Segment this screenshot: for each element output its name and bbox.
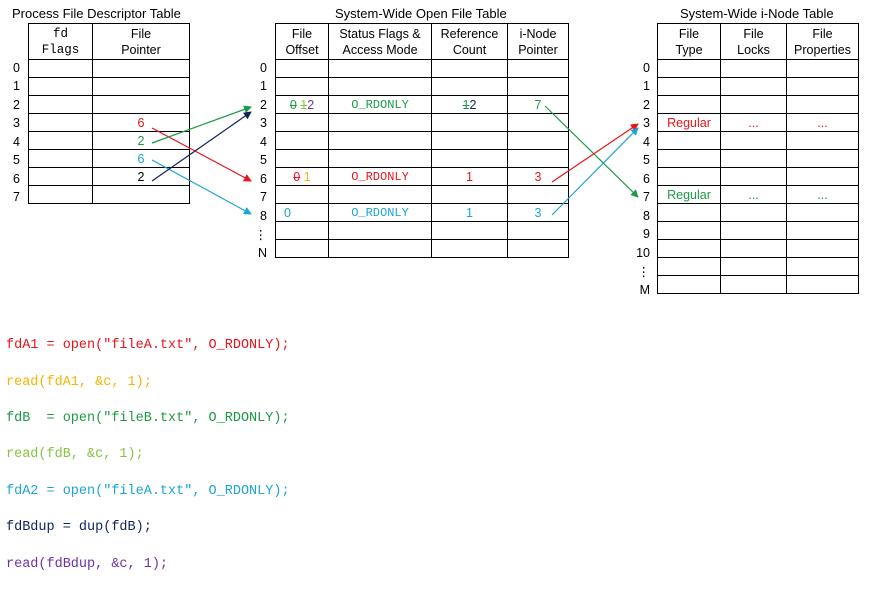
row-label: 4 [643,135,650,149]
row-label: 6 [13,172,20,186]
pointer-arrows [151,105,639,216]
cell [507,239,569,258]
row-label: 6 [643,172,650,186]
offset-new: 1 [303,169,311,184]
code-line-open-fileA-fdA1: fdA1 = open("fileA.txt", O_RDONLY); [6,338,290,354]
row-label: 6 [260,172,267,186]
file-pointer-cell [92,185,190,204]
row-label: 4 [260,135,267,149]
row-label: 8 [260,209,267,223]
row-label: 0 [260,61,267,75]
code-line-read-fdA1: read(fdA1, &c, 1); [6,374,152,390]
header-inode-pointer: i-Node Pointer [507,23,569,60]
row-label: 7 [643,190,650,204]
row-label: 5 [260,153,267,167]
row-label: M [639,283,650,297]
row-label: 2 [260,98,267,112]
row-label: 5 [13,153,20,167]
row-label: ⋮ [254,228,268,242]
code-line-open-fileA-fdA2: fdA2 = open("fileA.txt", O_RDONLY); [6,483,290,499]
row-label: 7 [260,190,267,204]
process-file-descriptor-table: fd Flags File Pointer 6 2 6 2 [28,23,190,204]
header-reference-count: Reference Count [431,23,508,60]
header-file-locks: File Locks [720,23,787,60]
row-label: N [257,246,267,260]
row-label: 3 [13,116,20,130]
code-line-read-fdB: read(fdB, &c, 1); [6,447,144,463]
offset-new: 2 [307,97,315,112]
arrow-fd6-to-open2 [151,111,252,182]
offset-old: 0 [289,97,297,112]
inode-table-title: System-Wide i-Node Table [680,6,834,21]
row-label: 3 [260,116,267,130]
arrow-fd4-to-open2 [151,105,252,144]
row-label: 2 [13,98,20,112]
arrow-open2-to-inode7 [544,105,639,198]
row-label: ⋮ [637,265,651,279]
arrow-open6-to-inode3 [551,123,639,183]
inode-table: File Type File Locks File Properties Reg… [657,23,859,294]
open-file-table-title: System-Wide Open File Table [335,6,507,21]
access-mode-cell: O_RDONLY [328,95,432,114]
code-listing: fdA1 = open("fileA.txt", O_RDONLY); read… [6,319,290,592]
offset-old: 0 [293,169,301,184]
arrow-fd5-to-open8 [151,159,252,215]
row-label: 1 [643,79,650,93]
row-label: 9 [643,227,650,241]
ref-new: 2 [469,97,477,112]
row-label: 4 [13,135,20,149]
code-line-open-fileB-fdB: fdB = open("fileB.txt", O_RDONLY); [6,411,290,427]
row-label: 5 [643,153,650,167]
offset-old: 1 [300,97,308,112]
row-label: 0 [13,61,20,75]
code-line-read-fdBdup: read(fdBdup, &c, 1); [6,556,169,572]
row-label: 2 [643,98,650,112]
row-label: 8 [643,209,650,223]
header-status-flags: Status Flags & Access Mode [328,23,432,60]
header-file-offset: File Offset [275,23,329,60]
row-label: 1 [13,79,20,93]
arrow-open8-to-inode3 [551,127,639,216]
row-label: 1 [260,79,267,93]
code-line-dup-fdB: fdBdup = dup(fdB); [6,520,152,536]
row-label: 10 [636,246,650,260]
row-label: 0 [643,61,650,75]
row-label: 3 [643,116,650,130]
ref-old: 1 [462,97,470,112]
open-file-table: File Offset Status Flags & Access Mode R… [275,23,569,258]
row-label: 7 [13,190,20,204]
file-type-cell: Regular [657,185,721,204]
arrow-fd3-to-open6 [151,127,252,182]
cell [786,275,859,294]
process-table-title: Process File Descriptor Table [12,6,181,21]
